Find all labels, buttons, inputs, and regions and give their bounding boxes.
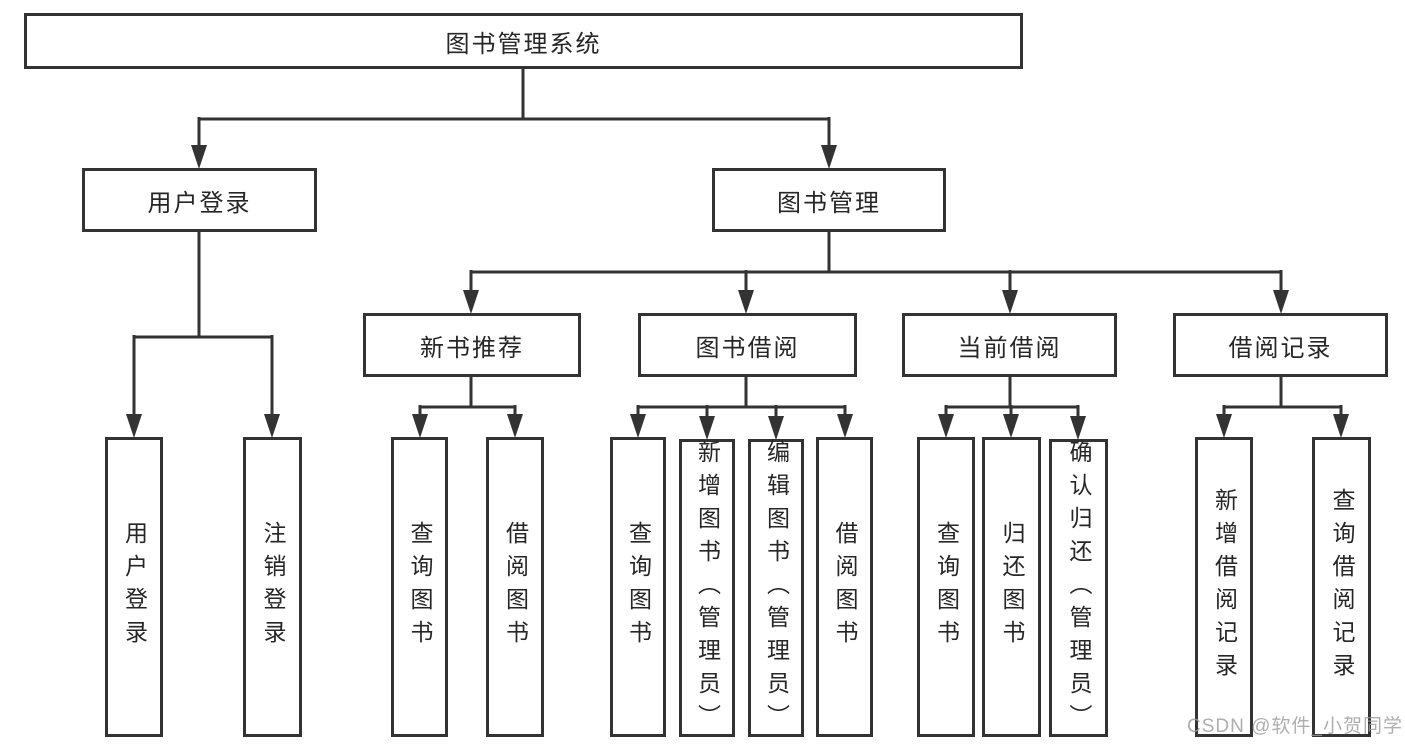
arrowhead-icon [412,414,428,438]
leaf-return-books: 归还图书 [982,437,1041,737]
connector-new-book-recommendation [412,374,523,438]
leaf-query-borrow-record-label: 查询借阅记录 [1329,488,1355,686]
connector-root-to-level2 [191,67,837,169]
node-new-book-recommendation-label: 新书推荐 [420,334,524,362]
arrowhead-icon [738,290,754,314]
leaf-confirm-return-admin-label: 确认归还（管理员） [1066,439,1092,737]
leaf-query-books-borrowing-label: 查询图书 [625,521,652,653]
connector-borrowing-records [1216,374,1349,438]
arrowhead-icon [821,145,837,169]
leaf-query-borrow-record: 查询借阅记录 [1312,437,1371,737]
node-current-borrowing-label: 当前借阅 [957,334,1062,362]
leaf-logout-login-label: 注销登录 [260,521,286,653]
node-root-label: 图书管理系统 [445,30,602,58]
arrowhead-icon [1003,414,1019,438]
leaf-query-books-recommendation: 查询图书 [391,437,448,737]
connector-user-login-branch [126,229,280,438]
leaf-user-login: 用户登录 [105,437,163,737]
arrowhead-icon [1273,290,1289,314]
leaf-logout-login: 注销登录 [243,437,302,737]
arrowhead-icon [1216,414,1232,438]
leaf-query-books-current: 查询图书 [917,437,975,737]
leaf-borrow-books-borrowing-label: 借阅图书 [832,521,858,653]
node-root: 图书管理系统 [24,13,1023,69]
node-book-borrowing: 图书借阅 [638,313,857,377]
node-book-management-label: 图书管理 [777,189,881,217]
leaf-query-books-current-label: 查询图书 [933,521,960,653]
arrowhead-icon [191,145,207,169]
arrowhead-icon [1070,416,1086,440]
arrowhead-icon [463,290,479,314]
leaf-add-borrow-record-label: 新增借阅记录 [1211,488,1238,686]
leaf-query-books-borrowing: 查询图书 [610,437,666,737]
leaf-borrow-books-borrowing: 借阅图书 [816,437,873,737]
arrowhead-icon [264,414,280,438]
arrowhead-icon [126,414,142,438]
arrowhead-icon [938,414,954,438]
arrowhead-icon [699,416,715,440]
leaf-borrow-books-recommendation: 借阅图书 [486,437,544,737]
node-book-management: 图书管理 [712,168,946,232]
node-current-borrowing: 当前借阅 [902,313,1117,377]
connector-book-management-branch [463,229,1289,314]
arrowhead-icon [630,414,646,438]
node-user-login-branch-label: 用户登录 [147,189,252,217]
leaf-add-books-admin-label: 新增图书（管理员） [694,439,721,737]
node-user-login-branch: 用户登录 [82,168,317,232]
leaf-add-borrow-record: 新增借阅记录 [1195,437,1253,737]
node-borrowing-records-label: 借阅记录 [1228,334,1333,362]
leaf-edit-books-admin: 编辑图书（管理员） [748,439,804,737]
leaf-query-books-recommendation-label: 查询图书 [407,521,433,653]
leaf-add-books-admin: 新增图书（管理员） [679,439,735,737]
leaf-return-books-label: 归还图书 [999,521,1025,653]
connector-current-borrowing [938,374,1086,440]
node-book-borrowing-label: 图书借阅 [695,334,800,362]
arrowhead-icon [837,414,853,438]
connector-book-borrowing [630,374,853,440]
leaf-confirm-return-admin: 确认归还（管理员） [1049,439,1108,737]
leaf-edit-books-admin-label: 编辑图书（管理员） [763,439,790,737]
arrowhead-icon [1333,414,1349,438]
csdn-watermark: CSDN @软件_小贺同学 [1187,716,1403,737]
arrowhead-icon [768,416,784,440]
node-new-book-recommendation: 新书推荐 [363,313,581,377]
arrowhead-icon [507,414,523,438]
arrowhead-icon [1002,290,1018,314]
node-borrowing-records: 借阅记录 [1173,313,1388,377]
leaf-borrow-books-recommendation-label: 借阅图书 [502,521,529,653]
leaf-user-login-label: 用户登录 [121,521,148,653]
